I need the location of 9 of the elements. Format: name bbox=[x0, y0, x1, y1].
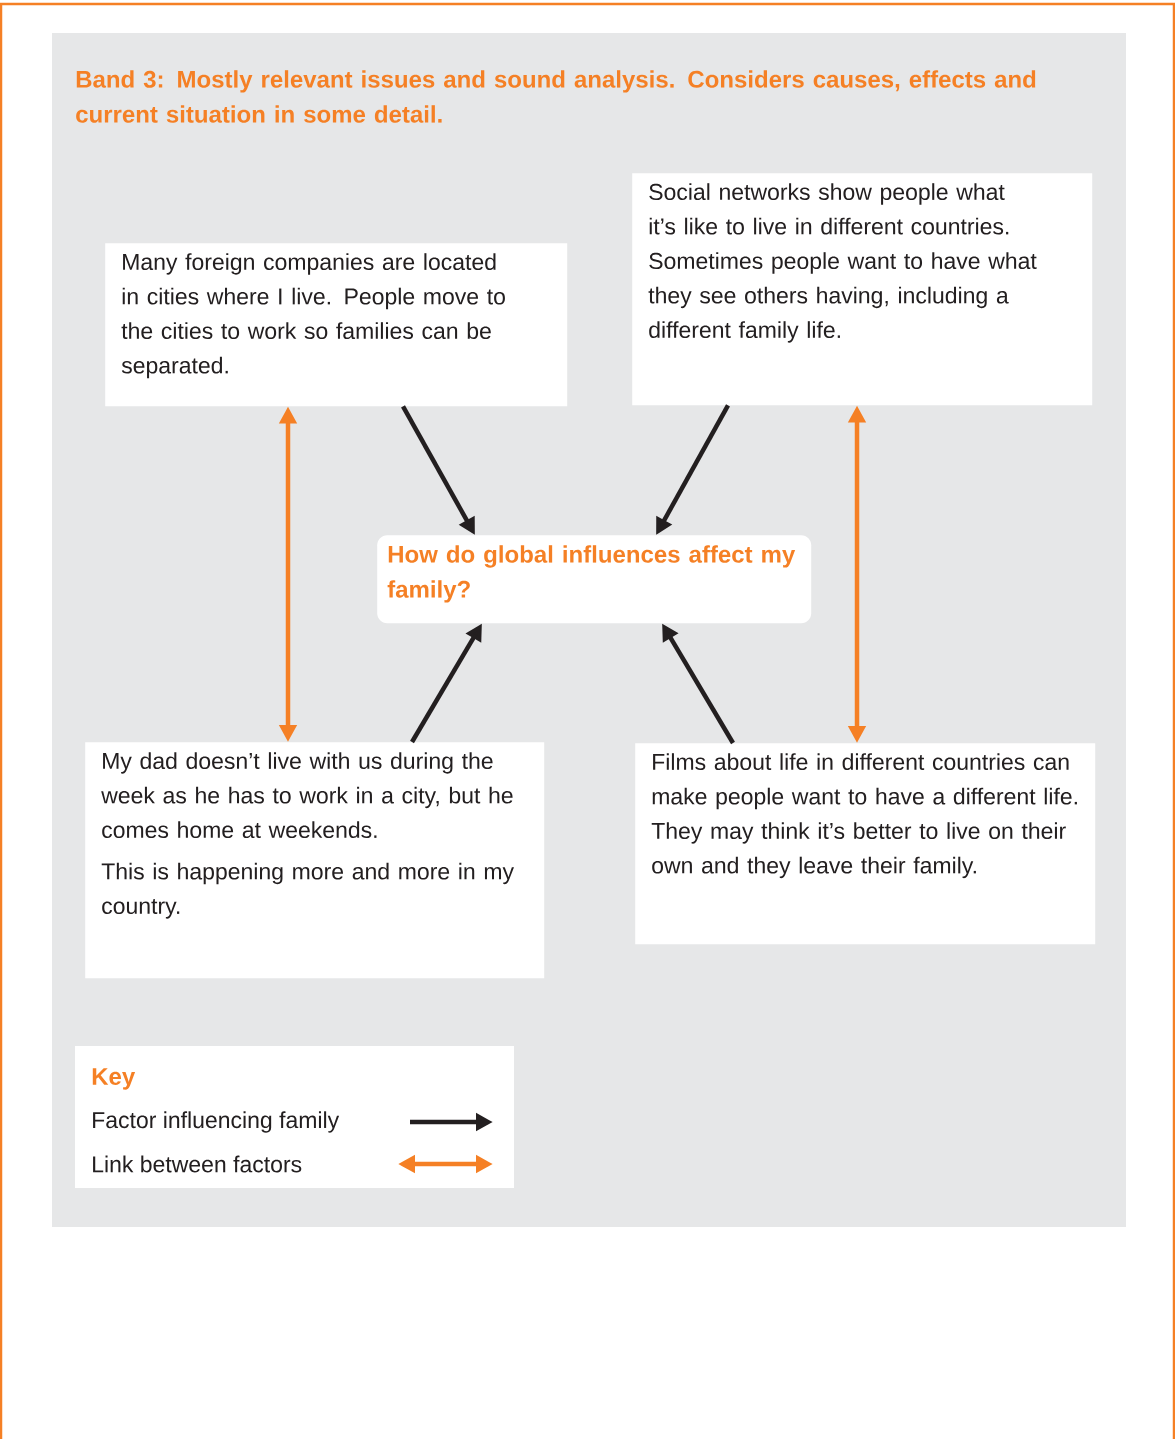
key-heading: Key bbox=[92, 1068, 136, 1090]
text-box: Many foreign companies are located in cities where I live. People move to the cities to work so families can be separated. bbox=[105, 243, 568, 407]
text-box: Social networks show people what it’s like to live in different countries. Sometimes people want to have what they see others having, including a different family life. bbox=[632, 173, 1093, 406]
legend-label: Factor influencing family bbox=[93, 1111, 340, 1133]
text-box: Films about life in different countries can make people want to have a different life. They may think it’s better to live on their own and they leave their family. bbox=[635, 743, 1096, 945]
text-box: My dad doesn’t live with us during the week as he has to work in a city, but he comes home at weekends. This is happening more and more in my country. bbox=[85, 742, 545, 979]
heading: Band 3: Mostly relevant issues and sound analysis. Considers causes, effects and current situation in some detail. bbox=[76, 70, 1036, 123]
legend-label: Link between factors bbox=[93, 1155, 302, 1173]
question-box: How do global influences affect my family? bbox=[377, 535, 812, 624]
